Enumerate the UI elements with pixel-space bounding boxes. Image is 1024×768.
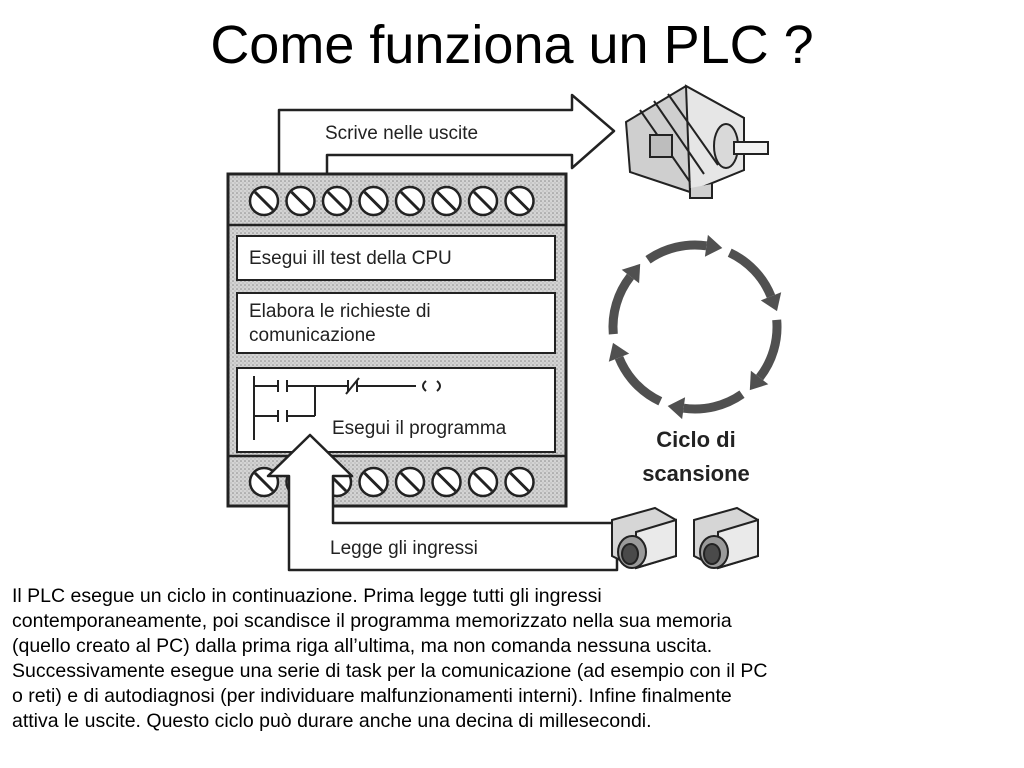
cpu-test-label: Esegui ill test della CPU <box>249 248 452 269</box>
terminal-screw-icon <box>394 185 426 217</box>
read-inputs-label: Legge gli ingressi <box>330 538 478 559</box>
program-label: Esegui il programma <box>332 418 507 439</box>
terminal-screw-icon <box>248 185 280 217</box>
cycle-label-line2: scansione <box>642 461 750 486</box>
cycle-arrow <box>749 319 782 391</box>
plc-diagram: Scrive nelle uscite Esegui ill test dell… <box>226 84 782 572</box>
read-inputs-arrow: Legge gli ingressi <box>266 433 619 572</box>
communication-label-line1: Elabora le richieste di <box>249 301 431 322</box>
terminal-screw-icon <box>431 466 462 498</box>
terminal-screw-icon <box>321 185 353 217</box>
cpu-test-block <box>236 235 556 281</box>
terminal-screw-icon <box>504 185 535 217</box>
plc-unit: Esegui ill test della CPU Elabora le ric… <box>226 172 568 508</box>
cycle-label-line1: Ciclo di <box>656 427 735 452</box>
caption-line: Successivamente esegue una serie di task… <box>12 660 768 682</box>
pushbutton-icon <box>693 506 759 570</box>
cycle-arrow <box>608 263 641 335</box>
slide-title: Come funziona un PLC ? <box>210 15 814 75</box>
top-terminal-strip <box>248 185 535 217</box>
program-block <box>236 367 556 453</box>
terminal-screw-icon <box>358 185 389 217</box>
cycle-arrow <box>645 234 723 264</box>
caption-line: (quello creato al PC) dalla prima riga a… <box>12 635 713 657</box>
caption-line: attiva le uscite. Questo ciclo può durar… <box>12 710 652 732</box>
caption-line: o reti) e di autodiagnosi (per individua… <box>12 685 732 707</box>
terminal-screw-icon <box>504 466 535 498</box>
write-outputs-arrow: Scrive nelle uscite <box>277 93 616 178</box>
write-outputs-label: Scrive nelle uscite <box>325 123 478 144</box>
caption: Il PLC esegue un ciclo in continuazione.… <box>12 584 1012 734</box>
terminal-screw-icon <box>394 466 426 498</box>
communication-label-line2: comunicazione <box>249 325 376 346</box>
terminal-screw-icon <box>467 185 499 217</box>
terminal-screw-icon <box>285 185 316 217</box>
caption-line: Il PLC esegue un ciclo in continuazione.… <box>12 585 602 607</box>
motor-icon <box>624 84 769 199</box>
terminal-screw-icon <box>431 185 462 217</box>
ladder-diagram-icon <box>253 376 441 440</box>
cycle-arrow <box>727 248 782 312</box>
communication-block <box>236 292 556 354</box>
terminal-screw-icon <box>467 466 499 498</box>
cycle-arrow <box>608 342 663 406</box>
terminal-screw-icon <box>358 466 389 498</box>
caption-line: contemporaneamente, poi scandisce il pro… <box>12 610 732 632</box>
scan-cycle-icon <box>608 234 782 420</box>
pushbutton-icon <box>611 506 677 570</box>
cycle-arrow <box>667 390 745 420</box>
